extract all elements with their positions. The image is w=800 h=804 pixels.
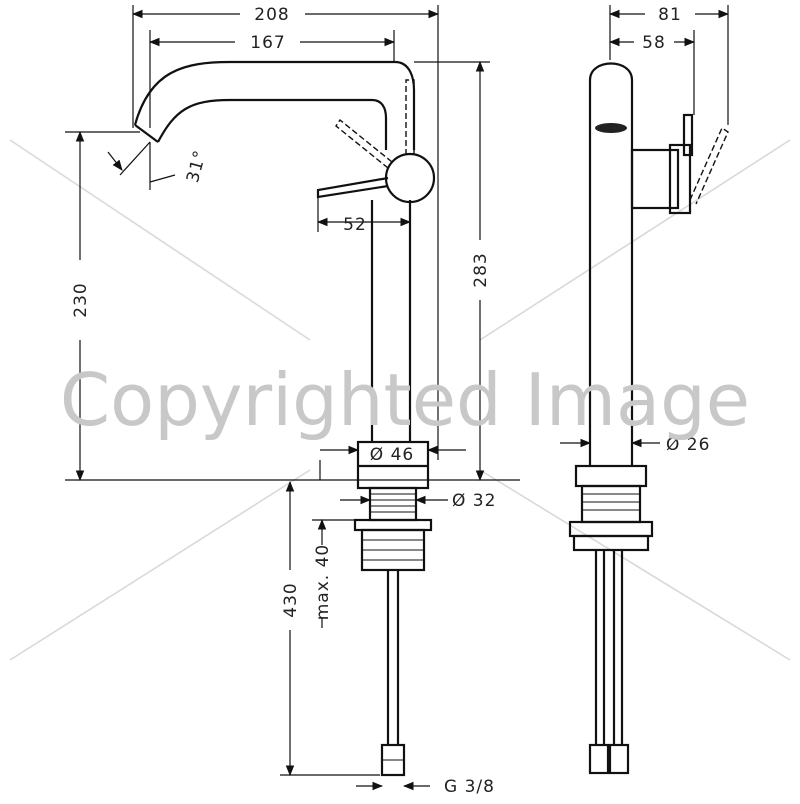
handle-knob (384, 152, 436, 204)
side-view (568, 62, 729, 775)
side-handle-body (630, 148, 680, 210)
dim-max-deck: max. 40 (313, 544, 333, 620)
dim-supply-length: 430 (281, 582, 301, 617)
dim-lever-reach: 52 (343, 215, 367, 235)
dim-base-diameter: Ø 46 (370, 445, 414, 465)
side-lever (682, 113, 694, 157)
side-mounting-plate (568, 520, 654, 538)
dim-overall-reach: 208 (254, 5, 289, 25)
dimension-lines (65, 5, 730, 791)
lever-dashed-open (335, 118, 393, 169)
dim-spout-height: 230 (71, 282, 91, 317)
watermark-lines (9, 139, 791, 661)
side-body-outline (588, 62, 634, 466)
side-base-flange (574, 464, 648, 488)
shank-threads (370, 493, 416, 513)
dim-side-depth: 81 (658, 5, 682, 25)
lever-dashed-up (405, 79, 415, 155)
front-view (133, 60, 436, 777)
dim-total-height: 283 (471, 252, 491, 287)
spout-outline (133, 60, 416, 150)
dim-side-lever-depth: 58 (642, 33, 666, 53)
watermark-text: Copyrighted Image (60, 358, 750, 442)
mounting-plate (353, 518, 433, 532)
dim-connection: G 3/8 (444, 777, 495, 797)
dimension-labels: 208 167 31° 52 230 283 Ø 46 Ø 32 max. 40… (71, 5, 710, 797)
aerator-icon (595, 123, 627, 133)
dim-spout-angle: 31° (183, 148, 211, 185)
dim-spout-reach: 167 (250, 33, 285, 53)
side-lever-dashed (689, 126, 729, 205)
dim-body-diameter: Ø 26 (666, 435, 710, 455)
lever (316, 176, 389, 199)
shank (368, 486, 418, 522)
dim-shank-diameter: Ø 32 (452, 491, 496, 511)
